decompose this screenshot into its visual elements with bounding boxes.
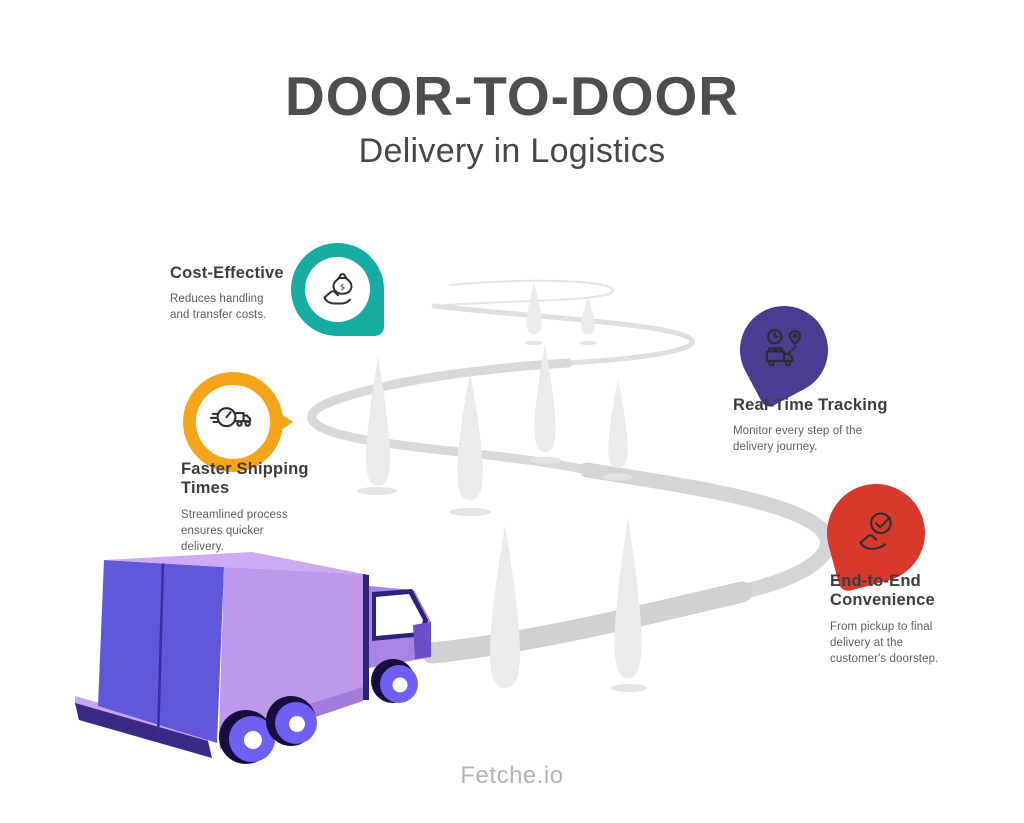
feature-title: Faster Shipping Times: [181, 460, 309, 498]
svg-text:$: $: [339, 281, 344, 291]
pin-end-to-end: [815, 472, 937, 594]
header: DOOR-TO-DOOR Delivery in Logistics: [0, 65, 1024, 171]
feature-description: From pickup to final delivery at the cus…: [830, 620, 939, 665]
feature-title: Cost-Effective: [170, 264, 284, 282]
page-title: DOOR-TO-DOOR: [284, 65, 739, 127]
marker-shadows: [357, 341, 647, 692]
feature-title: Real-Time Tracking: [733, 396, 888, 414]
road-path: [307, 279, 835, 664]
brand-logo-text: Fetche.io: [460, 762, 564, 789]
feature-faster-shipping: Faster Shipping Times Streamlined proces…: [181, 460, 309, 556]
feature-description: Reduces handling and transfer costs.: [170, 293, 267, 322]
roadside-cones: [366, 283, 642, 688]
hand-checkmark-icon: [827, 484, 925, 582]
page-subtitle: Delivery in Logistics: [358, 131, 666, 170]
truck-wheels: [219, 659, 418, 764]
speeding-truck-clock-icon: [183, 372, 283, 472]
feature-end-to-end: End-to-End Convenience From pickup to fi…: [830, 572, 965, 668]
feature-title: End-to-End Convenience: [830, 572, 935, 610]
pin-faster-shipping: [183, 372, 293, 472]
pin-pointer: [271, 407, 293, 437]
pin-cost-effective: $: [291, 243, 384, 336]
money-bag-hand-icon: $: [291, 243, 384, 336]
pin-real-time-tracking: [724, 290, 844, 410]
feature-real-time-tracking: Real-Time Tracking Monitor every step of…: [733, 396, 938, 456]
truck-body: [75, 552, 431, 758]
pin-inner-circle: [305, 257, 370, 322]
truck-clock-location-pin-icon: [740, 306, 828, 394]
feature-description: Monitor every step of the delivery journ…: [733, 425, 863, 454]
feature-description: Streamlined process ensures quicker deli…: [181, 508, 288, 553]
feature-cost-effective: Cost-Effective Reduces handling and tran…: [170, 264, 300, 324]
